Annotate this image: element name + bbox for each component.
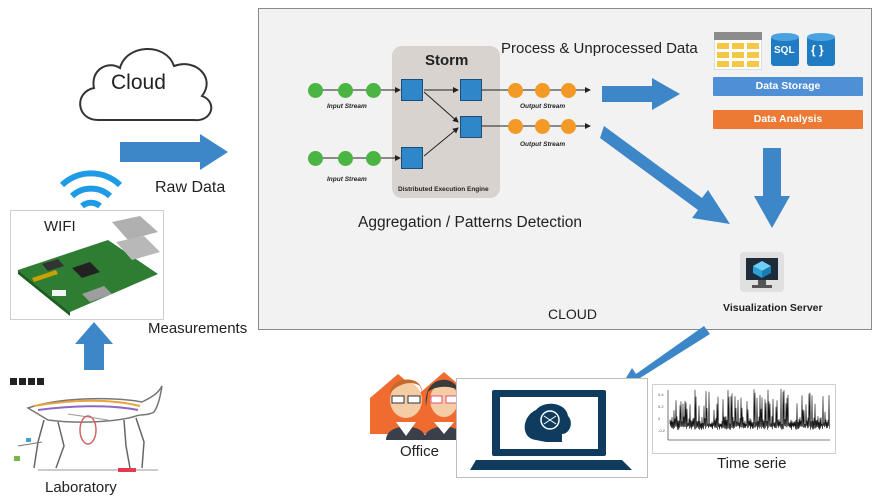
gear-icon (460, 79, 482, 101)
viz-server-label: Visualization Server (723, 302, 823, 314)
to-viz-arrow (600, 126, 730, 224)
laboratory-card (8, 375, 168, 473)
process-data-label: Process & Unprocessed Data (501, 40, 698, 57)
storage-to-viz-arrow (754, 148, 790, 228)
raspberry-pi-board (18, 216, 160, 316)
office-label: Office (400, 443, 439, 460)
measurements-arrow (75, 322, 113, 370)
svg-text:0: 0 (658, 416, 661, 421)
input-stream-label-1: Input Stream (327, 103, 367, 110)
output-stream-label-2: Output Stream (520, 141, 566, 148)
svg-text:0.2: 0.2 (658, 404, 664, 409)
gear-icon (401, 147, 423, 169)
envelope-icon (535, 83, 550, 98)
envelope-icon (561, 119, 576, 134)
sql-database-icon (771, 33, 799, 66)
envelope-icon (561, 83, 576, 98)
output-stream-label-1: Output Stream (520, 103, 566, 110)
envelope-icon (308, 151, 323, 166)
envelope-icon (338, 83, 353, 98)
raw-data-arrow (120, 134, 228, 170)
engine-label: Distributed Execution Engine (398, 186, 489, 193)
monitor-cube-icon (740, 252, 784, 292)
envelope-icon (308, 83, 323, 98)
cloud-panel-label: CLOUD (548, 306, 598, 322)
cloud-icon (79, 48, 213, 122)
time-serie-label: Time serie (717, 455, 787, 472)
table-icon (714, 32, 762, 70)
data-storage-box: Data Storage (713, 77, 863, 96)
svg-text:-0.2: -0.2 (658, 428, 666, 433)
data-analysis-box: Data Analysis (713, 110, 863, 129)
json-database-icon (807, 33, 835, 66)
input-stream-label-2: Input Stream (327, 176, 367, 183)
wifi-label: WIFI (44, 218, 76, 235)
cat-skeleton-icon (10, 378, 163, 472)
storm-box (392, 46, 500, 198)
envelope-icon (535, 119, 550, 134)
sql-label: SQL (774, 45, 795, 56)
svg-text:0.4: 0.4 (658, 392, 664, 397)
storm-title: Storm (425, 52, 469, 69)
envelope-icon (338, 151, 353, 166)
to-storage-arrow (602, 78, 680, 110)
raw-data-label: Raw Data (155, 179, 226, 196)
gear-icon (460, 116, 482, 138)
cloud-label: Cloud (111, 71, 166, 94)
envelope-icon (508, 119, 523, 134)
json-label: { } (811, 43, 824, 57)
measurements-label: Measurements (148, 320, 248, 337)
time-series-trace (669, 388, 830, 431)
envelope-icon (508, 83, 523, 98)
aggregation-label: Aggregation / Patterns Detection (358, 214, 583, 231)
envelope-icon (366, 83, 381, 98)
time-series-plot: 0.4 0.2 0 -0.2 (658, 388, 830, 441)
gear-icon (401, 79, 423, 101)
laboratory-label: Laboratory (45, 479, 117, 496)
laptop-brain-icon (470, 390, 632, 470)
envelope-icon (366, 151, 381, 166)
